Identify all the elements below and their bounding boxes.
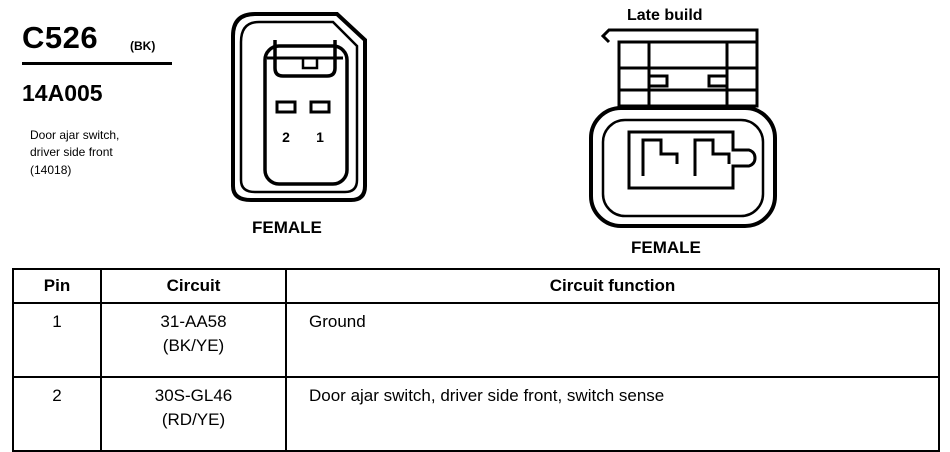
latch [273,40,337,78]
cell-circuit: 30S-GL46 (RD/YE) [100,376,287,452]
circuit-color: (BK/YE) [162,335,225,355]
circuit-code: 30S-GL46 [154,386,233,405]
cavity [627,130,757,190]
cell-function: Door ajar switch, driver side front, swi… [285,376,940,452]
top-tab [600,28,759,44]
terminal-slot [275,100,297,114]
table-row: 2 30S-GL46 (RD/YE) Door ajar switch, dri… [12,376,940,452]
housing-outer [231,12,367,202]
terminal [693,138,731,164]
connector-id: C526 [22,20,99,55]
pin-label: 2 [282,129,290,145]
description-line: driver side front [30,145,113,160]
late-build-caption: Late build [627,7,703,24]
shell-inner [601,118,765,218]
connector-color: (BK) [130,39,156,53]
table-row: 1 31-AA58 (BK/YE) Ground [12,302,940,378]
terminal [641,138,679,164]
part-number: 14A005 [22,80,103,106]
view-label-female: FEMALE [252,218,322,237]
shell-outer [589,106,777,228]
connector-face-left: 2 1 [231,12,367,202]
header-circuit: Circuit [100,268,287,304]
view-label-female-late-build: FEMALE [631,238,701,257]
description-line: Door ajar switch, [30,128,120,142]
connector-late-build [589,28,777,228]
upper-block [617,40,759,108]
connector-id-underline [22,62,172,65]
table-header-row: Pin Circuit Circuit function [12,268,940,304]
circuit-code: 31-AA58 [160,312,227,331]
header-circuit-function: Circuit function [285,268,940,304]
description-line: (14018) [30,162,72,177]
terminal-slot [309,100,331,114]
cell-circuit: 31-AA58 (BK/YE) [100,302,287,378]
pin-body [263,44,349,186]
pin-label: 1 [316,129,324,145]
connector-description: Door ajar switch, driver side front (140… [30,127,119,179]
cell-pin: 1 [12,302,102,378]
header-pin: Pin [12,268,102,304]
circuit-color: (RD/YE) [161,409,226,429]
pin-table: Pin Circuit Circuit function 1 31-AA58 (… [12,268,940,452]
cell-function: Ground [285,302,940,378]
cell-pin: 2 [12,376,102,452]
housing-inner [239,20,359,194]
